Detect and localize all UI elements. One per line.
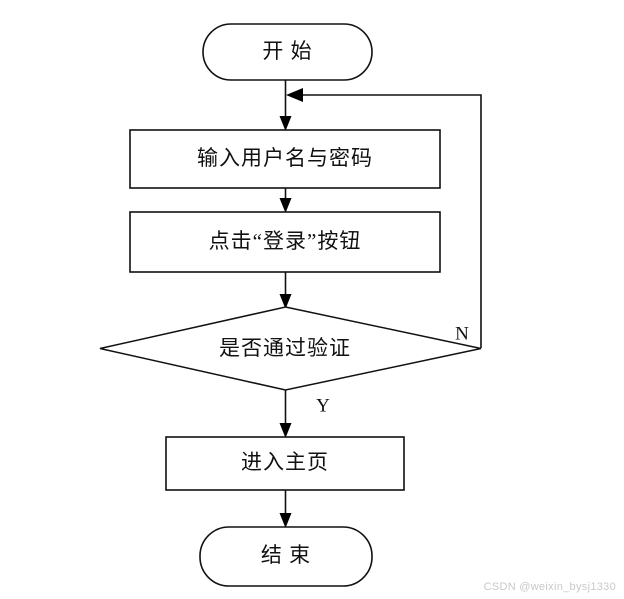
node-verify-decision[interactable]: 是否通过验证 [99, 306, 482, 391]
edge-decision-yes [279, 390, 292, 438]
decision-shape-verify [99, 306, 482, 391]
node-end-label: 结 束 [261, 543, 311, 567]
terminator-shape-end [199, 526, 373, 587]
edge-decision-no [286, 88, 482, 348]
arrow-head-down [279, 513, 292, 528]
node-start-label: 开 始 [262, 39, 312, 63]
branch-label-no: N [455, 323, 469, 344]
branch-label-yes: Y [316, 395, 330, 416]
edge-click-to-decision [279, 272, 292, 309]
arrow-head-down [279, 198, 292, 213]
node-end[interactable]: 结 束 [199, 526, 373, 587]
node-start[interactable]: 开 始 [202, 23, 373, 81]
watermark-text: CSDN @weixin_bysj1330 [483, 581, 616, 593]
arrow-head-down [279, 116, 292, 131]
process-shape-enter-homepage [165, 436, 405, 491]
node-input-credentials-label: 输入用户名与密码 [197, 146, 373, 170]
process-shape-click-login [129, 211, 441, 273]
node-input-credentials[interactable]: 输入用户名与密码 [129, 129, 441, 189]
edge-homepage-to-end [279, 490, 292, 528]
node-click-login[interactable]: 点击“登录”按钮 [129, 211, 441, 273]
arrow-head-left [286, 88, 303, 102]
edge-input-to-click [279, 188, 292, 213]
node-enter-homepage-label: 进入主页 [241, 450, 329, 474]
edge-start-to-input [279, 80, 292, 131]
arrow-head-down [279, 423, 292, 438]
arrow-head-down [279, 294, 292, 309]
node-click-login-label: 点击“登录”按钮 [209, 229, 362, 253]
process-shape-input-credentials [129, 129, 441, 189]
terminator-shape-start [202, 23, 373, 81]
node-enter-homepage[interactable]: 进入主页 [165, 436, 405, 491]
node-verify-decision-label: 是否通过验证 [219, 336, 351, 360]
